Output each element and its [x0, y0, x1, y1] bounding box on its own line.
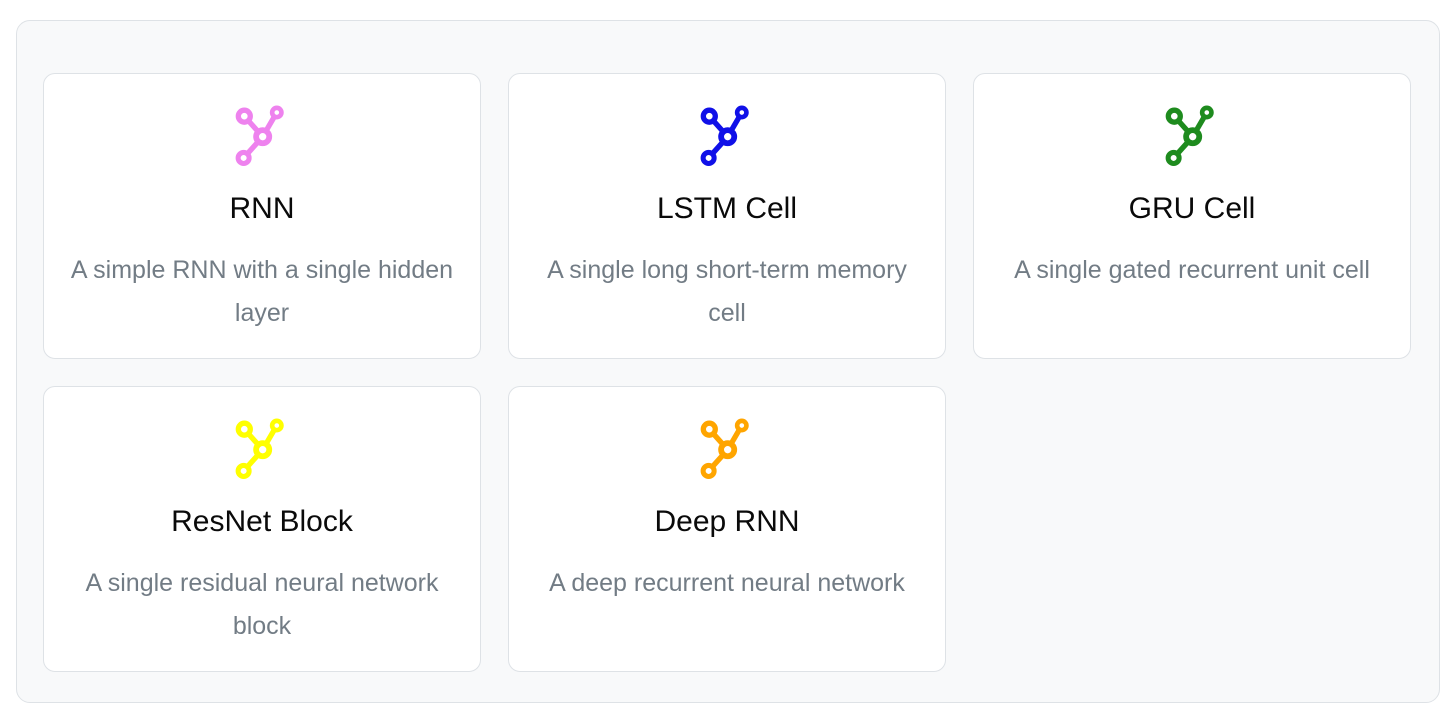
card-description: A single long short-term memory cell [547, 256, 907, 327]
network-nodes-icon [233, 416, 291, 482]
template-picker-panel: RNN A simple RNN with a single hidden la… [16, 20, 1440, 703]
card-title: LSTM Cell [656, 192, 798, 225]
card-gru-cell[interactable]: GRU Cell A single gated recurrent unit c… [973, 73, 1411, 359]
card-deep-rnn[interactable]: Deep RNN A deep recurrent neural network [508, 386, 946, 672]
template-card-grid: RNN A simple RNN with a single hidden la… [43, 73, 1411, 672]
card-title: ResNet Block [171, 505, 353, 538]
card-title: Deep RNN [654, 505, 800, 538]
card-title: RNN [229, 192, 295, 225]
network-nodes-icon [233, 103, 291, 169]
network-nodes-icon [698, 416, 756, 482]
network-nodes-icon [698, 103, 756, 169]
card-description: A single residual neural network block [85, 569, 439, 640]
card-resnet-block[interactable]: ResNet Block A single residual neural ne… [43, 386, 481, 672]
network-nodes-icon [1163, 103, 1221, 169]
card-title: GRU Cell [1128, 192, 1256, 225]
card-rnn[interactable]: RNN A simple RNN with a single hidden la… [43, 73, 481, 359]
card-lstm-cell[interactable]: LSTM Cell A single long short-term memor… [508, 73, 946, 359]
card-description: A deep recurrent neural network [549, 569, 905, 597]
card-description: A simple RNN with a single hidden layer [70, 256, 454, 327]
card-description: A single gated recurrent unit cell [1014, 256, 1370, 284]
